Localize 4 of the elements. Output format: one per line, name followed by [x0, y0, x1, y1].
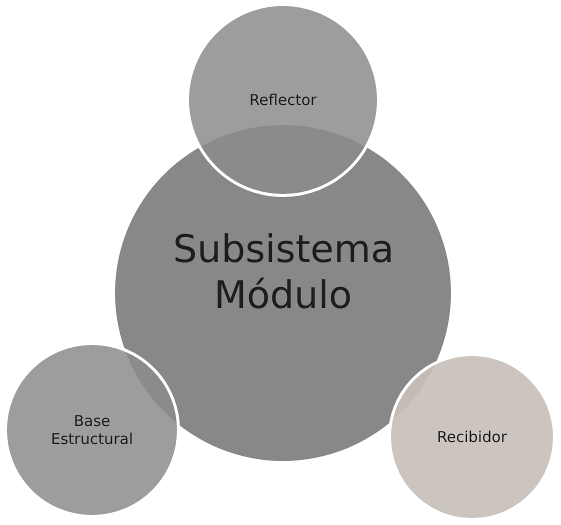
node-label: Base Estructural [50, 412, 134, 448]
node-label: Reflector [249, 91, 317, 109]
node-label: Subsistema Módulo [173, 227, 393, 319]
node-label: Recibidor [437, 428, 507, 446]
